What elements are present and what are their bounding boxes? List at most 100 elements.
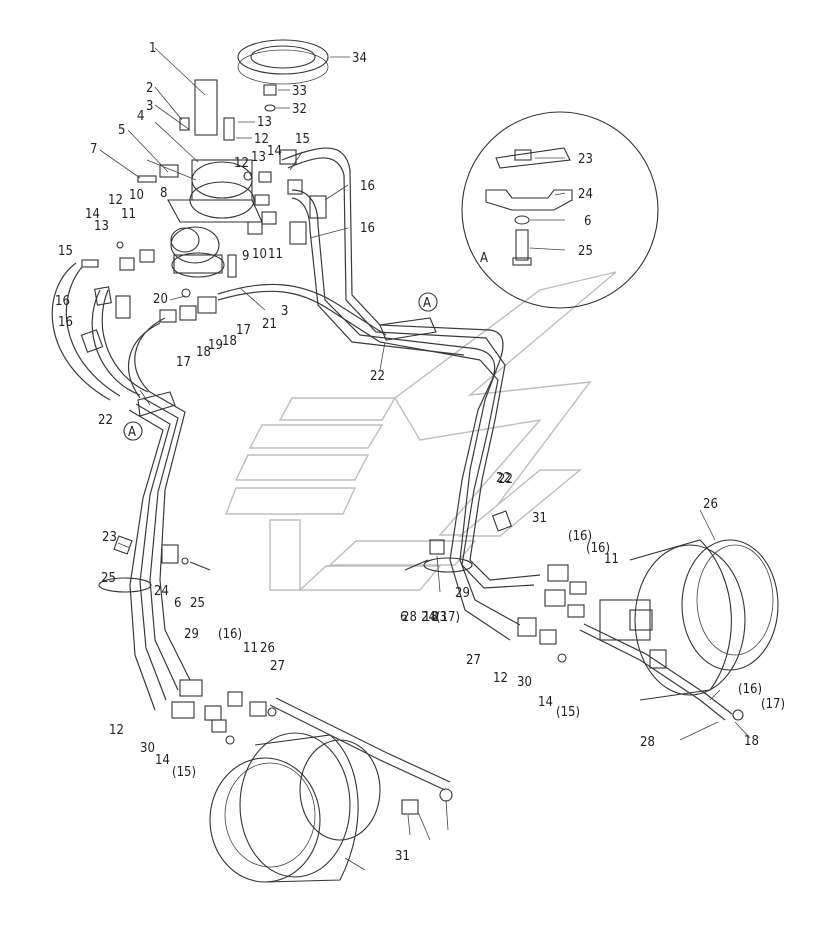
travel-motor-lower-left bbox=[209, 697, 453, 883]
part-label: 18 bbox=[196, 345, 211, 360]
gasket-ring-34 bbox=[237, 39, 329, 85]
part-label: 25 bbox=[101, 571, 116, 586]
part-label: 16 bbox=[55, 294, 70, 309]
part-label: 27 bbox=[466, 653, 481, 668]
part-label: (15) bbox=[556, 705, 580, 720]
part-label: 18 bbox=[222, 334, 237, 349]
callout-a-circle-left bbox=[123, 421, 143, 441]
callout-a-circle-top bbox=[418, 292, 438, 312]
part-label: 31 bbox=[395, 849, 410, 864]
part-label: 29 bbox=[455, 586, 470, 601]
part-label: 11 bbox=[268, 247, 283, 262]
part-label: 13 bbox=[251, 150, 266, 165]
part-label: 29 bbox=[184, 627, 199, 642]
part-label: 34 bbox=[352, 51, 367, 66]
part-label: 28 bbox=[640, 735, 655, 750]
part-label: 3 bbox=[146, 99, 153, 114]
part-label: 12 bbox=[234, 156, 249, 171]
part-label: (16) bbox=[586, 541, 610, 556]
clamp-set-right bbox=[404, 510, 513, 571]
part-label: A bbox=[423, 296, 431, 311]
part-label: 21 bbox=[262, 317, 277, 332]
part-label: 10 bbox=[129, 188, 144, 203]
part-label: 22 bbox=[496, 471, 511, 486]
part-label: 12 bbox=[493, 671, 508, 686]
detail-plate bbox=[495, 147, 571, 169]
part-label: 23 bbox=[432, 610, 447, 625]
part-label: 6 bbox=[584, 214, 591, 229]
part-label: 11 bbox=[121, 207, 136, 222]
part-label: (16) bbox=[568, 529, 592, 544]
hoses-right-top bbox=[217, 147, 504, 381]
part-label: 25 bbox=[578, 244, 593, 259]
part-label: 22 bbox=[98, 413, 113, 428]
part-label: 19 bbox=[208, 338, 223, 353]
part-label: (17) bbox=[436, 610, 460, 625]
part-label: 14 bbox=[155, 753, 170, 768]
part-label: 4 bbox=[137, 109, 144, 124]
center-swivel-joint bbox=[167, 79, 263, 278]
part-label: 10 bbox=[252, 247, 267, 262]
part-label: 22 bbox=[370, 369, 385, 384]
part-label: 16 bbox=[58, 315, 73, 330]
callout-a-markers bbox=[123, 292, 438, 441]
part-label: 32 bbox=[292, 102, 307, 117]
part-label: 13 bbox=[94, 219, 109, 234]
watermark-logo bbox=[224, 271, 617, 591]
part-label: (16) bbox=[738, 682, 762, 697]
part-label: 16 bbox=[360, 221, 375, 236]
part-label: 7 bbox=[90, 142, 97, 157]
part-label: 22 bbox=[498, 472, 513, 487]
part-label: (16) bbox=[218, 627, 242, 642]
part-label: 24 bbox=[578, 187, 593, 202]
detail-washer bbox=[514, 215, 530, 225]
part-label: 28 bbox=[402, 610, 417, 625]
part-label: 24 bbox=[421, 610, 436, 625]
hoses-left bbox=[51, 262, 166, 401]
detail-view-a bbox=[461, 111, 659, 309]
fittings-lower-left bbox=[171, 679, 277, 745]
part-label: 33 bbox=[292, 84, 307, 99]
part-label: 17 bbox=[176, 355, 191, 370]
part-label: 1 bbox=[149, 41, 156, 56]
part-label: 18 bbox=[423, 610, 438, 625]
part-label: 27 bbox=[270, 659, 285, 674]
part-label: 23 bbox=[578, 152, 593, 167]
part-label: 14 bbox=[85, 207, 100, 222]
part-label: 14 bbox=[267, 144, 282, 159]
leader-lines bbox=[99, 47, 751, 871]
detail-bolt bbox=[515, 229, 529, 261]
part-label: A bbox=[480, 251, 488, 266]
part-label: 12 bbox=[254, 132, 269, 147]
detail-bracket bbox=[485, 189, 573, 211]
travel-motor-right bbox=[579, 539, 779, 721]
part-label: 15 bbox=[58, 244, 73, 259]
part-label: 11 bbox=[243, 641, 258, 656]
part-label: 12 bbox=[108, 193, 123, 208]
part-label: 30 bbox=[517, 675, 532, 690]
part-label: 26 bbox=[703, 497, 718, 512]
part-label: 30 bbox=[140, 741, 155, 756]
part-label: 31 bbox=[532, 511, 547, 526]
part-label: 23 bbox=[102, 530, 117, 545]
small-fittings-top bbox=[81, 117, 277, 323]
pipes-main bbox=[128, 337, 541, 711]
part-label: 20 bbox=[153, 292, 168, 307]
part-label: 2 bbox=[146, 81, 153, 96]
part-labels: 1 2 3 4 5 7 8 34 33 32 13 12 15 12 13 14… bbox=[55, 41, 785, 864]
part-label: 25 bbox=[190, 596, 205, 611]
fitting-33 bbox=[263, 84, 277, 112]
part-label: 6 bbox=[174, 596, 181, 611]
part-label: 17 bbox=[236, 323, 251, 338]
part-label: 12 bbox=[109, 723, 124, 738]
part-label: (17) bbox=[761, 697, 785, 712]
part-label: 3 bbox=[281, 304, 288, 319]
part-label: 24 bbox=[154, 584, 169, 599]
part-label: 11 bbox=[604, 552, 619, 567]
part-label: 5 bbox=[118, 123, 125, 138]
part-label: 6 bbox=[400, 610, 407, 625]
clamps-22 bbox=[98, 317, 473, 593]
part-label: 13 bbox=[257, 115, 272, 130]
fittings-right bbox=[517, 564, 587, 663]
